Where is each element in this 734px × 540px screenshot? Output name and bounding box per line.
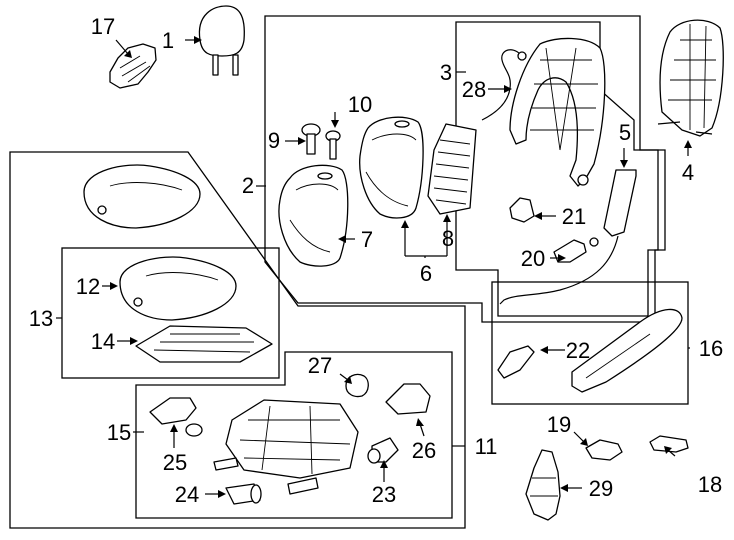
leader-lines [56,36,692,498]
seat-cushion-pad-part [119,256,237,321]
callout-27: 27 [308,353,332,378]
callout-8: 8 [442,226,454,251]
recline-motor-part [367,437,399,464]
seat-back-pad-part [278,164,349,267]
callout-26: 26 [412,438,436,463]
seat-cushion-cover-part [83,164,201,229]
callout-9: 9 [268,128,280,153]
callout-23: 23 [372,482,396,507]
cover-bracket-part [649,435,689,453]
seat-cushion-group-box [9,151,466,529]
seat-heater-part [135,325,273,363]
callout-28: 28 [462,77,486,102]
wire-harness-part [481,49,527,121]
callout-21: 21 [562,204,586,229]
adjust-knob-part [497,345,535,379]
track-cover-part [385,383,431,415]
callout-15: 15 [107,420,131,445]
seat-track-frame-part [213,399,359,495]
side-cover-part [109,43,157,89]
lift-actuator-part [149,397,203,437]
callout-18: 18 [698,472,722,497]
callout-6: 6 [420,261,432,286]
slide-motor-part [225,483,262,505]
callout-20: 20 [521,246,545,271]
power-motor-part [525,449,561,521]
adjuster-sub-box [135,351,453,519]
callout-5: 5 [619,120,631,145]
cushion-cover-sub-box [61,247,280,379]
occupant-sensor-part [509,197,535,223]
lumbar-support-part [427,123,477,215]
callout-29: 29 [589,476,613,501]
side-shield-group-box [491,281,689,405]
seat-back-cover-part [359,116,424,219]
callout-7: 7 [361,227,373,252]
callout-2: 2 [242,173,254,198]
headrest-part [198,5,245,76]
bolt-cap-part [345,373,369,398]
trim-clip-part [585,439,623,461]
callout-14: 14 [91,329,115,354]
callout-22: 22 [566,338,590,363]
callout-4: 4 [682,160,694,185]
callout-17: 17 [91,14,115,39]
side-shield-part [571,308,683,393]
callout-11: 11 [475,434,498,459]
callout-25: 25 [163,450,187,475]
callout-12: 12 [76,274,100,299]
side-airbag-part [499,169,637,305]
callout-3: 3 [440,60,452,85]
callout-16: 16 [699,336,723,361]
callout-24: 24 [175,482,199,507]
headrest-guide-lock-part [325,130,341,160]
seat-back-group-box [264,15,666,323]
callout-1: 1 [162,28,174,53]
seat-back-frame-part [509,37,606,187]
callout-19: 19 [547,412,571,437]
callout-10: 10 [348,92,372,117]
seat-back-panel-part [657,19,724,137]
headrest-guide-part [301,123,321,155]
callout-13: 13 [29,306,53,331]
